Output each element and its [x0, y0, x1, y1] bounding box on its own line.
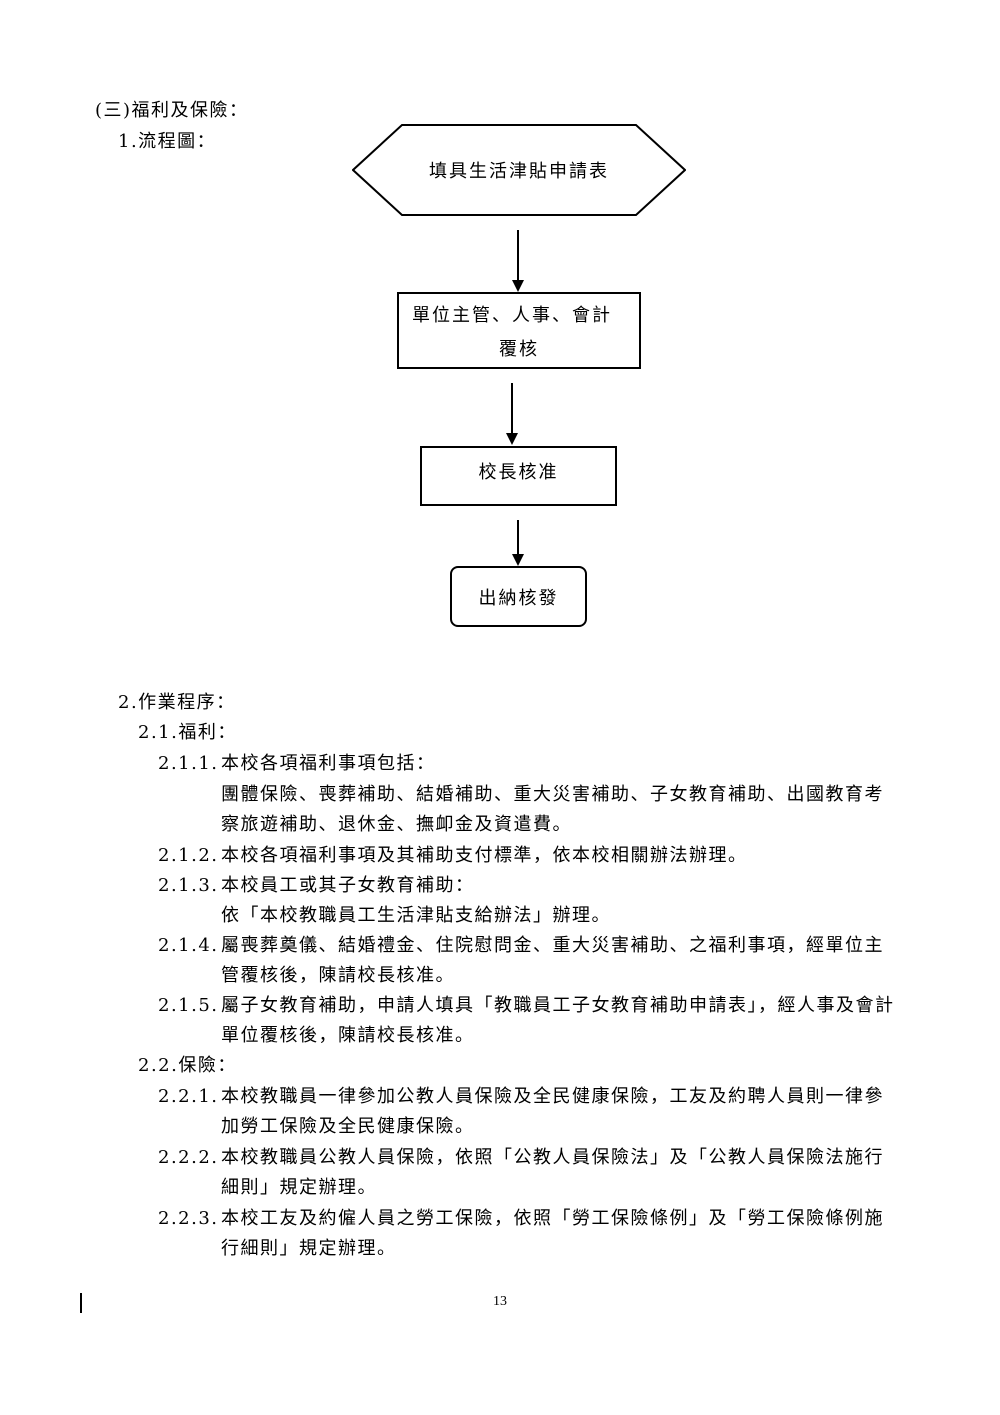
- flow-step-2-label-line1: 單位主管、人事、會計: [412, 304, 612, 326]
- flow-arrow-1: [512, 230, 524, 292]
- flow-step-3: 校長核准: [420, 446, 617, 506]
- item-number: 2.2.1.: [158, 1086, 219, 1107]
- flow-arrow-2: [506, 383, 518, 445]
- flow-step-1: 填具生活津貼申請表: [352, 124, 686, 216]
- item-number: 2.2.2.: [158, 1147, 219, 1168]
- item-text: 本校各項福利事項包括：: [221, 753, 436, 774]
- flow-step-2-label-line2: 覆核: [499, 338, 539, 360]
- item-text: 細則」規定辦理。: [221, 1177, 377, 1198]
- item-number: 2.2.3.: [158, 1208, 219, 1229]
- item-text: 本校各項福利事項及其補助支付標準，依本校相關辦法辦理。: [221, 845, 748, 866]
- item-text: 團體保險、喪葬補助、結婚補助、重大災害補助、子女教育補助、出國教育考: [221, 784, 884, 805]
- item-text: 單位覆核後，陳請校長核准。: [221, 1025, 475, 1046]
- item-text: 屬子女教育補助，申請人填具「教職員工子女教育補助申請表」，經人事及會計: [221, 995, 895, 1016]
- item-text: 管覆核後，陳請校長核准。: [221, 965, 455, 986]
- insurance-heading: 2.2.保險：: [138, 1055, 237, 1076]
- flow-step-4-label: 出納核發: [478, 587, 559, 609]
- flow-step-2: 單位主管、人事、會計 覆核: [397, 292, 641, 369]
- item-number: 2.1.5.: [158, 995, 219, 1016]
- item-number: 2.1.3.: [158, 875, 219, 896]
- item-text: 本校員工或其子女教育補助：: [221, 875, 475, 896]
- item-text: 本校工友及約僱人員之勞工保險，依照「勞工保險條例」及「勞工保險條例施: [221, 1208, 884, 1229]
- item-text: 屬喪葬奠儀、結婚禮金、住院慰問金、重大災害補助、之福利事項，經單位主: [221, 935, 884, 956]
- flow-step-3-label: 校長核准: [478, 462, 559, 483]
- item-number: 2.1.4.: [158, 935, 219, 956]
- flow-arrow-3: [512, 520, 524, 566]
- item-number: 2.1.2.: [158, 845, 219, 866]
- page-number: 13: [493, 1294, 507, 1309]
- flowchart-heading: 1.流程圖：: [118, 131, 217, 152]
- item-text: 察旅遊補助、退休金、撫卹金及資遣費。: [221, 814, 572, 835]
- flow-step-4: 出納核發: [450, 566, 587, 627]
- item-text: 本校教職員公教人員保險，依照「公教人員保險法」及「公教人員保險法施行: [221, 1147, 884, 1168]
- item-text: 行細則」規定辦理。: [221, 1238, 397, 1259]
- procedure-heading: 2.作業程序：: [118, 692, 236, 713]
- item-number: 2.1.1.: [158, 753, 219, 774]
- welfare-heading: 2.1.福利：: [138, 722, 237, 743]
- flow-step-1-label: 填具生活津貼申請表: [429, 161, 609, 182]
- flow-step-1-shape: [352, 124, 686, 216]
- item-text: 加勞工保險及全民健康保險。: [221, 1116, 475, 1137]
- revision-margin-bar: [80, 1293, 82, 1313]
- item-text: 本校教職員一律參加公教人員保險及全民健康保險，工友及約聘人員則一律參: [221, 1086, 884, 1107]
- item-text: 依「本校教職員工生活津貼支給辦法」辦理。: [221, 905, 611, 926]
- section-heading: (三)福利及保險：: [95, 100, 249, 121]
